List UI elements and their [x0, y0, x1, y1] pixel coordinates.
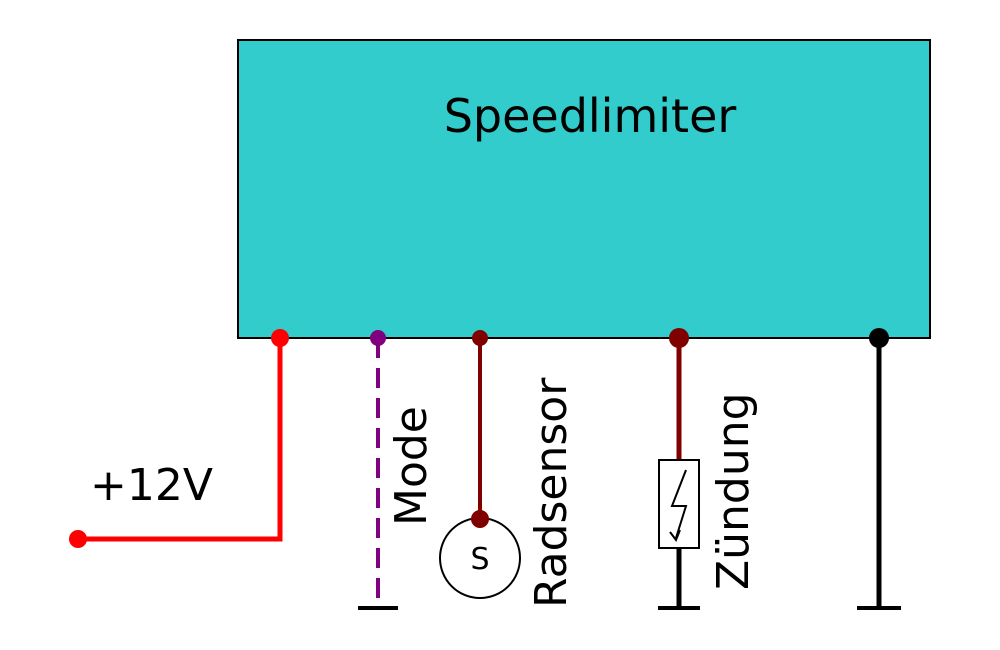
- ignition-terminal: [669, 328, 689, 348]
- ground-wire: [857, 328, 901, 610]
- speedlimiter-title: Speedlimiter: [444, 89, 737, 143]
- mode-wire: [358, 330, 398, 610]
- speedlimiter-box: [237, 39, 931, 339]
- mode-terminal: [370, 330, 386, 346]
- sensor-wire: [439, 330, 521, 599]
- ignition-label: Zündung: [708, 392, 759, 590]
- sensor-junction: [471, 510, 489, 528]
- supply-wire: [69, 329, 289, 548]
- supply-terminal-top: [271, 329, 289, 347]
- sensor-terminal: [472, 330, 488, 346]
- supply-terminal-end: [69, 530, 87, 548]
- ground-terminal: [869, 328, 889, 348]
- mode-label: Mode: [386, 406, 437, 526]
- sensor-symbol-label: S: [470, 542, 489, 577]
- ignition-spark-icon: [670, 469, 688, 539]
- sensor-label: Radsensor: [526, 377, 577, 608]
- supply-label: +12V: [90, 460, 213, 511]
- ignition-wire: [658, 328, 700, 610]
